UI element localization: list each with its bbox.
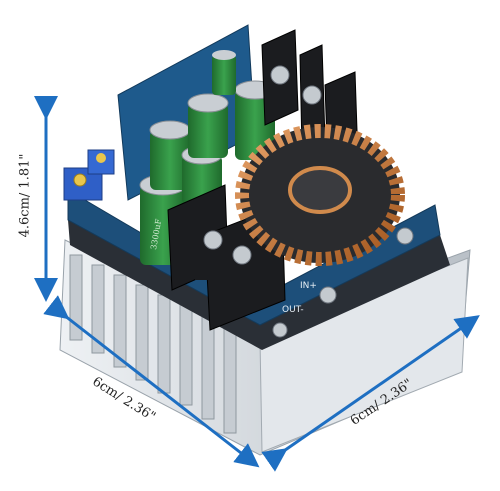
out-label: OUT- [282, 305, 304, 315]
dimension-arrow-icon [43, 295, 260, 468]
toroid-inductor [235, 124, 405, 266]
height-dimension-label: 4.6cm/ 1.81" [17, 153, 33, 238]
in-label: IN+ [300, 281, 317, 291]
dimension-arrows [34, 96, 480, 472]
screw-terminals: OUT- IN+ [195, 65, 414, 338]
potentiometer [63, 149, 115, 201]
dimension-arrow-icon [261, 315, 480, 472]
capacitors: 3300uF [139, 50, 276, 265]
